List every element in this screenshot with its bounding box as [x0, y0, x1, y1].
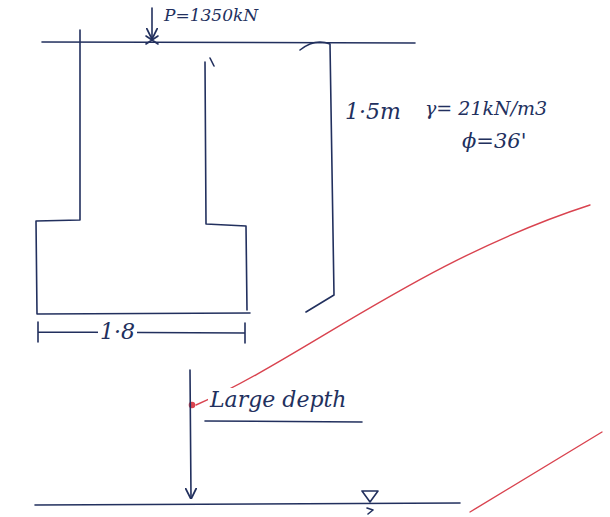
red-pen-stroke: [470, 432, 602, 512]
friction-angle-label: ϕ=36': [462, 130, 526, 153]
ground-line: [42, 42, 415, 43]
water-table-symbol: [362, 491, 378, 514]
load-label: P=1350kN: [162, 6, 260, 25]
width-dimension: [38, 322, 245, 343]
note-label: Large depth: [208, 388, 349, 412]
width-dimension-label: 1·8: [98, 320, 137, 344]
depth-dimension-label: 1·5m: [345, 100, 401, 124]
red-pen-curve: [196, 205, 590, 405]
column-tick: [210, 58, 214, 66]
load-arrow: [151, 8, 153, 38]
underline: [205, 421, 362, 422]
unit-weight-label: γ= 21kN/m3: [425, 98, 547, 119]
load-point: [146, 36, 158, 44]
depth-dimension: [300, 42, 334, 312]
footing-left-outline: [36, 30, 250, 314]
footing-right-outline: [205, 62, 247, 310]
depth-arrow: [190, 370, 191, 498]
water-table-line: [35, 503, 460, 505]
